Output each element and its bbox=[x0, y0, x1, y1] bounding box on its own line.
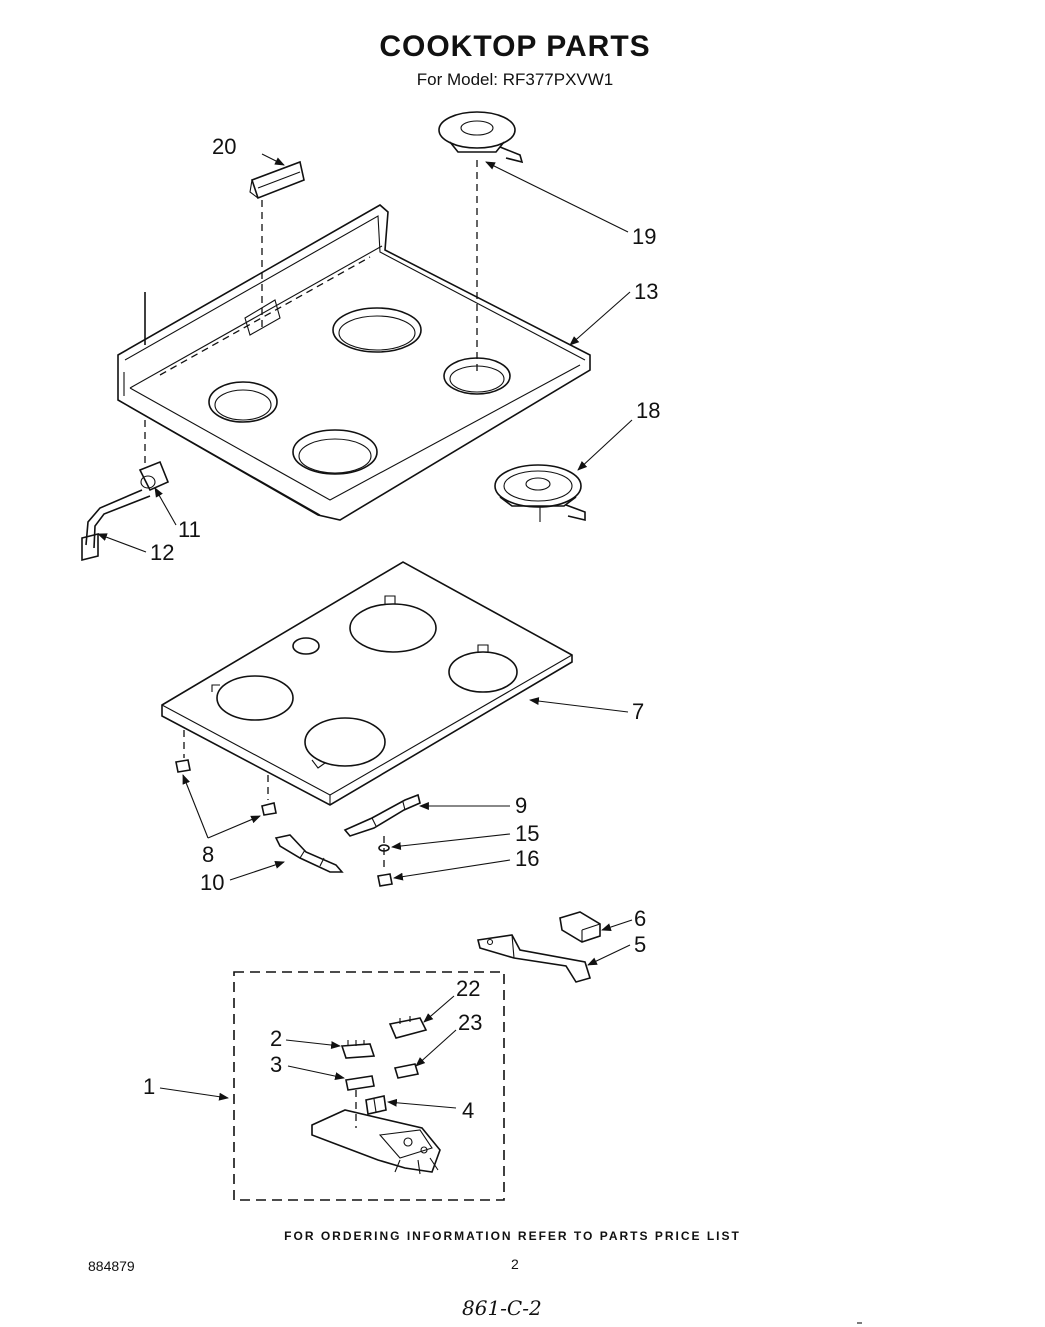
leader-22 bbox=[423, 995, 455, 1023]
leader-2 bbox=[285, 1039, 341, 1049]
model-subtitle: For Model: RF377PXVW1 bbox=[416, 70, 614, 89]
callout-13: 13 bbox=[634, 279, 658, 304]
leader-12 bbox=[97, 533, 147, 553]
callout-5: 5 bbox=[634, 932, 646, 957]
leader-20 bbox=[261, 153, 285, 166]
part-12-lead-wire bbox=[81, 489, 151, 562]
leader-5 bbox=[587, 944, 631, 966]
handwritten-annotation: 861-C-2 bbox=[462, 1296, 542, 1320]
callout-19: 19 bbox=[632, 224, 656, 249]
leader-11 bbox=[154, 487, 177, 526]
part-1-switch-base bbox=[311, 1109, 441, 1175]
leader-13 bbox=[569, 291, 631, 346]
ordering-info-note: FOR ORDERING INFORMATION REFER TO PARTS … bbox=[284, 1229, 741, 1243]
callout-23: 23 bbox=[458, 1010, 482, 1035]
callout-3: 3 bbox=[270, 1052, 282, 1077]
part-23-plate bbox=[393, 1063, 420, 1079]
leader-4 bbox=[387, 1098, 457, 1109]
callout-7: 7 bbox=[632, 699, 644, 724]
part-15-washer bbox=[378, 844, 390, 852]
part-9-bracket bbox=[343, 793, 421, 837]
page-number: 2 bbox=[511, 1256, 519, 1272]
leader-7 bbox=[529, 697, 629, 713]
callout-8: 8 bbox=[202, 842, 214, 867]
callout-11: 11 bbox=[178, 517, 201, 542]
part-20-trim bbox=[249, 160, 305, 200]
leader-10 bbox=[229, 861, 285, 881]
leader-8b bbox=[207, 815, 261, 839]
part-5-hinge-bracket bbox=[477, 934, 592, 983]
leader-6 bbox=[601, 919, 633, 931]
callout-15: 15 bbox=[515, 821, 539, 846]
part-4-connector bbox=[365, 1095, 387, 1115]
leader-1 bbox=[159, 1087, 229, 1101]
callout-2: 2 bbox=[270, 1026, 282, 1051]
callout-10: 10 bbox=[200, 870, 224, 895]
callout-18: 18 bbox=[636, 398, 660, 423]
part-7-cooktop-liner bbox=[161, 561, 573, 806]
part-2-switch bbox=[340, 1040, 376, 1059]
leader-23 bbox=[415, 1029, 457, 1067]
callout-16: 16 bbox=[515, 846, 539, 871]
part-1-switch-assembly-box bbox=[233, 971, 505, 1201]
callout-22: 22 bbox=[456, 976, 480, 1001]
leader-19 bbox=[485, 161, 629, 233]
part-18-large-surface-element bbox=[494, 464, 586, 522]
page-title: COOKTOP PARTS bbox=[379, 30, 651, 63]
callout-6: 6 bbox=[634, 906, 646, 931]
part-19-small-surface-element bbox=[438, 111, 524, 164]
callout-20: 20 bbox=[212, 134, 236, 159]
part-11-terminal-block bbox=[138, 460, 170, 492]
callout-1: 1 bbox=[143, 1074, 155, 1099]
part-13-cooktop-main-top bbox=[117, 204, 591, 521]
callout-9: 9 bbox=[515, 793, 527, 818]
part-8-clips bbox=[175, 730, 277, 816]
callout-12: 12 bbox=[150, 540, 174, 565]
leader-3 bbox=[287, 1065, 345, 1081]
document-number: 884879 bbox=[88, 1258, 135, 1274]
leader-15 bbox=[391, 833, 511, 850]
part-16-nut bbox=[377, 873, 393, 887]
part-6-block bbox=[559, 911, 601, 943]
part-3-insulator bbox=[345, 1075, 375, 1091]
leader-8a bbox=[182, 774, 209, 839]
leader-16 bbox=[393, 859, 511, 881]
leader-18 bbox=[577, 419, 633, 471]
part-22-relay bbox=[388, 1016, 428, 1039]
part-10-bracket bbox=[274, 834, 344, 873]
callout-4: 4 bbox=[462, 1098, 474, 1123]
